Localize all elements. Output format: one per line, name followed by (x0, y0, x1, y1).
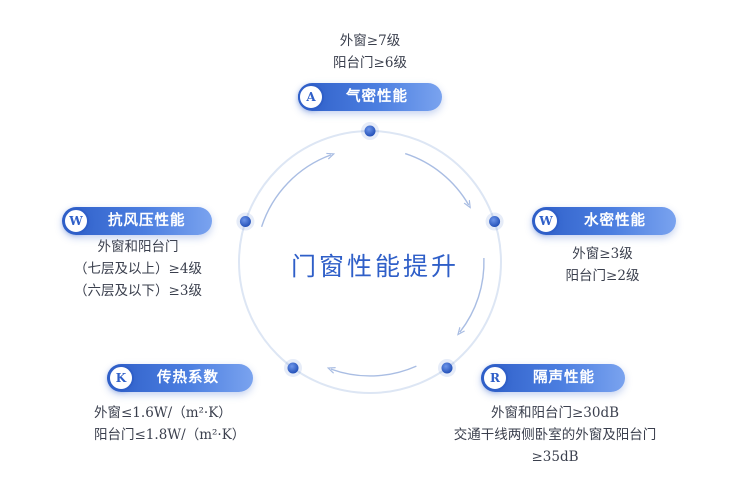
sound-node-dot (441, 362, 453, 374)
wind-node-dot (239, 216, 251, 228)
heat-node-dot (287, 362, 299, 374)
sound-line-2: 交通干线两侧卧室的外窗及阳台门 (453, 427, 657, 443)
wind-description: 外窗和阳台门 （七层及以上）≥4级 （六层及以下）≥3级 (64, 236, 212, 302)
heat-line-1: 外窗≤1.6W/（m²·K） (94, 405, 232, 421)
heat-label: 传热系数 (157, 369, 219, 386)
flow-arrow-3 (331, 365, 417, 377)
wind-line-2: （七层及以上）≥4级 (74, 261, 202, 277)
water-badge-icon: W (533, 208, 559, 234)
flow-arrows (260, 152, 485, 377)
heat-description: 外窗≤1.6W/（m²·K） 阳台门≤1.8W/（m²·K） (94, 402, 294, 446)
air-line-2: 阳台门≥6级 (333, 55, 407, 71)
heat-badge-icon: K (108, 365, 134, 391)
flow-arrow-4 (260, 155, 331, 228)
sound-pill: 隔声性能 (481, 364, 625, 392)
wind-badge-icon: W (63, 208, 89, 234)
air-line-1: 外窗≥7级 (339, 33, 401, 49)
sound-label: 隔声性能 (533, 369, 595, 386)
wind-line-1: 外窗和阳台门 (97, 239, 179, 255)
wind-line-3: （六层及以下）≥3级 (74, 283, 202, 299)
flow-arrow-1 (404, 152, 469, 205)
water-line-2: 阳台门≥2级 (565, 268, 640, 284)
air-label: 气密性能 (346, 88, 408, 105)
sound-line-3: ≥35dB (531, 449, 579, 465)
flow-arrow-2 (460, 257, 485, 332)
water-line-1: 外窗≥3级 (572, 246, 633, 262)
air-node-dot (364, 125, 376, 137)
air-pill: 气密性能 (298, 83, 442, 111)
heat-line-2: 阳台门≤1.8W/（m²·K） (94, 427, 246, 443)
water-description: 外窗≥3级 阳台门≥2级 (535, 243, 670, 287)
sound-badge-icon: R (482, 365, 508, 391)
sound-description: 外窗和阳台门≥30dB 交通干线两侧卧室的外窗及阳台门 ≥35dB (438, 402, 672, 468)
center-title: 门窗性能提升 (290, 252, 459, 281)
air-description: 外窗≥7级 阳台门≥6级 (300, 30, 440, 74)
sound-line-1: 外窗和阳台门≥30dB (490, 405, 620, 421)
wind-label: 抗风压性能 (108, 212, 186, 229)
node-dots (236, 122, 504, 377)
water-node-dot (489, 216, 501, 228)
air-badge-icon: A (298, 84, 324, 110)
water-label: 水密性能 (584, 212, 646, 229)
